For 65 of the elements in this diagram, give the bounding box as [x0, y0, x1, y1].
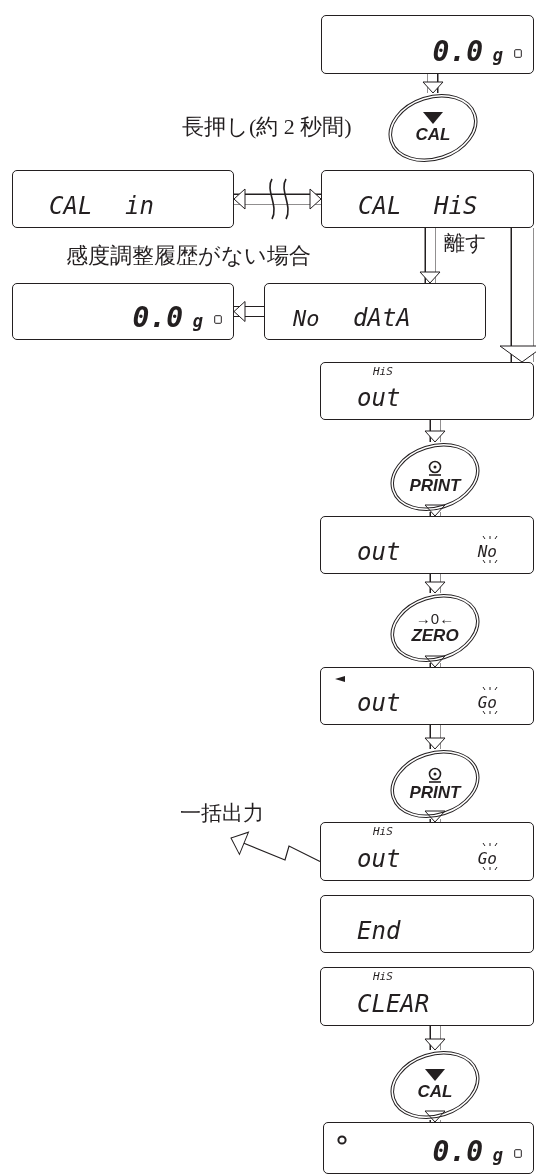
- key-button: [386, 93, 480, 163]
- lcd-display: [320, 667, 534, 725]
- key-button: [388, 442, 482, 512]
- display-text: HiS: [434, 194, 478, 218]
- display-text: CAL: [358, 194, 402, 218]
- lcd-display: [12, 170, 234, 228]
- display-text: out: [357, 540, 401, 564]
- display-text: 0.0: [132, 304, 183, 332]
- lcd-display: [320, 895, 534, 953]
- display-text: No: [477, 544, 497, 560]
- display-text: No: [293, 308, 320, 330]
- display-text: Go: [477, 851, 497, 867]
- display-text: dAtA: [353, 306, 411, 330]
- display-text: g: [492, 47, 503, 64]
- lcd-display: [321, 170, 534, 228]
- display-text: g: [492, 1147, 503, 1164]
- edge-label: 一括出力: [180, 802, 264, 826]
- display-text: HiS: [373, 826, 393, 837]
- block-arrow: [424, 655, 446, 668]
- display-text: in: [125, 194, 154, 218]
- lcd-display: [320, 822, 534, 881]
- block-arrow: [424, 810, 446, 823]
- block-arrow: [419, 228, 441, 284]
- display-text: CLEAR: [357, 992, 430, 1016]
- block-arrow: [233, 301, 264, 322]
- lcd-display: [320, 516, 534, 574]
- lcd-display: [264, 283, 486, 340]
- display-text: 0.0: [432, 38, 483, 66]
- display-text: g: [192, 313, 203, 330]
- lcd-display: [12, 283, 234, 340]
- key-button: [388, 593, 482, 663]
- block-arrow: [424, 725, 446, 750]
- block-arrow: [499, 228, 536, 363]
- block-arrow: [424, 574, 446, 594]
- key-label: CAL: [415, 126, 451, 144]
- display-text: out: [357, 386, 401, 410]
- display-text: HiS: [373, 366, 393, 377]
- display-text: out: [357, 691, 401, 715]
- lightning-arrow: [230, 831, 321, 863]
- lcd-display: [320, 362, 534, 420]
- block-arrow: [424, 420, 446, 443]
- condition-note: 感度調整履歴がない場合: [66, 243, 311, 270]
- lcd-display: [321, 15, 534, 74]
- display-text: CAL: [49, 194, 93, 218]
- block-arrow: [424, 1110, 446, 1123]
- key-label: →0←: [415, 611, 455, 627]
- display-text: 0.0: [432, 1138, 483, 1166]
- lcd-display: [323, 1122, 534, 1174]
- lcd-display: [320, 967, 534, 1026]
- edge-label: 離す: [444, 232, 487, 256]
- key-label: PRINT: [409, 476, 461, 495]
- block-arrow: [233, 188, 322, 210]
- display-text: HiS: [373, 971, 393, 982]
- key-label: CAL: [417, 1083, 453, 1101]
- block-arrow: [424, 1026, 446, 1051]
- display-text: Go: [477, 695, 497, 711]
- key-label: ZERO: [411, 626, 459, 645]
- key-button: [388, 1050, 482, 1120]
- block-arrow: [424, 504, 446, 517]
- key-label: PRINT: [409, 783, 461, 802]
- display-text: End: [357, 919, 401, 943]
- key-button: [388, 749, 482, 819]
- block-arrow: [422, 74, 444, 94]
- annotation-text: 長押し(約 2 秒間): [182, 114, 352, 141]
- display-text: out: [357, 847, 401, 871]
